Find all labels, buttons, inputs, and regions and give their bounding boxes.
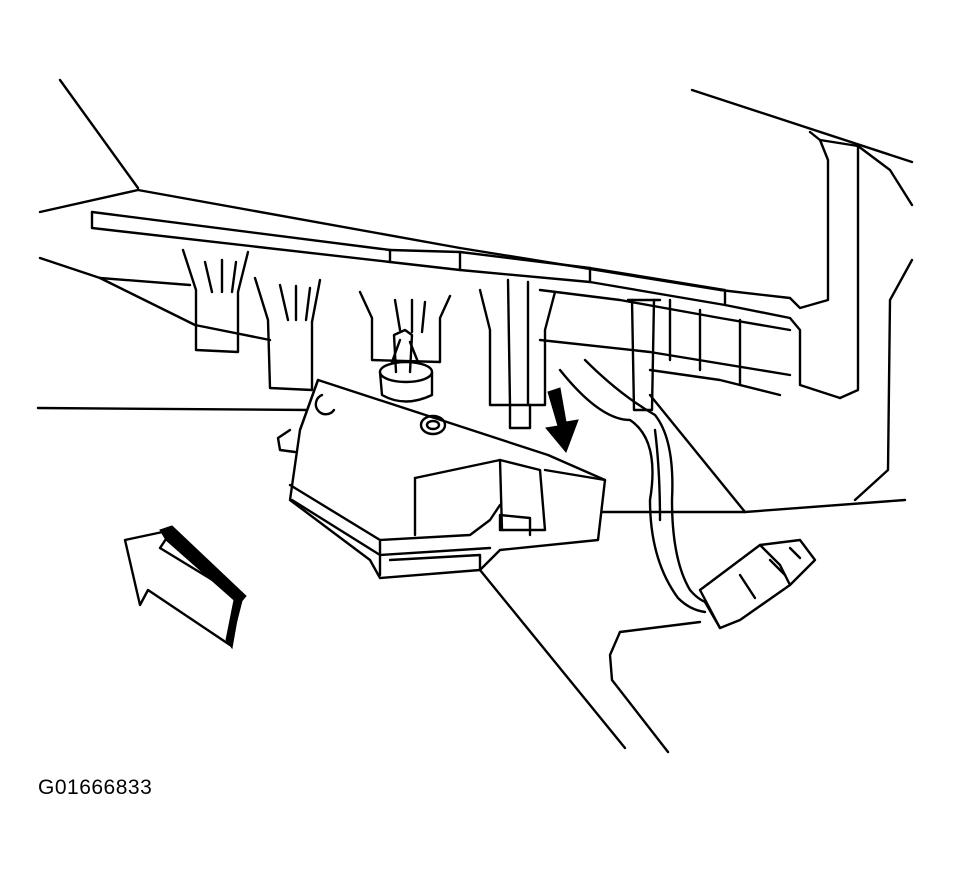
- actuator-output-hub: [378, 328, 434, 403]
- wiring-harness: [558, 358, 714, 614]
- arrow-down-icon: [545, 387, 579, 453]
- retainer-post-5: [626, 298, 662, 412]
- mounting-surface: [36, 393, 907, 754]
- arrow-up-left-icon: [123, 525, 247, 650]
- figure-id-label: G01666833: [38, 776, 153, 799]
- harness-connector: [698, 538, 817, 630]
- retainer-post-3: [358, 290, 452, 364]
- retainer-post-2: [253, 276, 322, 392]
- retainer-post-4: [478, 278, 557, 430]
- mounting-rail: [90, 210, 842, 400]
- retainer-post-1: [181, 248, 250, 354]
- actuator-motor: [276, 378, 607, 580]
